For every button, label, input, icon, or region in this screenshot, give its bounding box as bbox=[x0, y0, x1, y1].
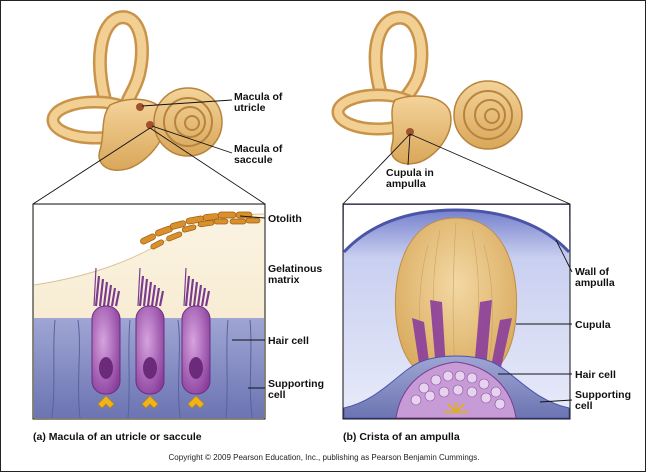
inner-ear-illustration-b bbox=[338, 18, 522, 164]
label-cupula: Cupula bbox=[575, 319, 611, 331]
label-supporting-cell-a: Supporting cell bbox=[268, 378, 327, 401]
macula-detail bbox=[33, 204, 265, 419]
label-hair-cell-b: Hair cell bbox=[575, 369, 616, 381]
crista-detail bbox=[343, 204, 570, 419]
label-cupula-in-ampulla: Cupula in ampulla bbox=[386, 167, 437, 190]
label-gelatinous-matrix: Gelatinous matrix bbox=[268, 263, 325, 286]
label-macula-utricle: Macula of utricle bbox=[234, 91, 285, 114]
copyright-notice: Copyright © 2009 Pearson Education, Inc.… bbox=[169, 453, 480, 462]
label-hair-cell-a: Hair cell bbox=[268, 335, 309, 347]
inner-ear-illustration-a bbox=[53, 17, 222, 170]
label-supporting-cell-b: Supporting cell bbox=[575, 389, 634, 412]
caption-panel-b: (b) Crista of an ampulla bbox=[343, 431, 460, 443]
label-macula-saccule: Macula of saccule bbox=[234, 143, 285, 166]
label-otolith: Otolith bbox=[268, 213, 302, 225]
caption-panel-a: (a) Macula of an utricle or saccule bbox=[33, 431, 202, 443]
label-wall-of-ampulla: Wall of ampulla bbox=[575, 266, 615, 289]
hair-cell-group bbox=[92, 268, 210, 408]
